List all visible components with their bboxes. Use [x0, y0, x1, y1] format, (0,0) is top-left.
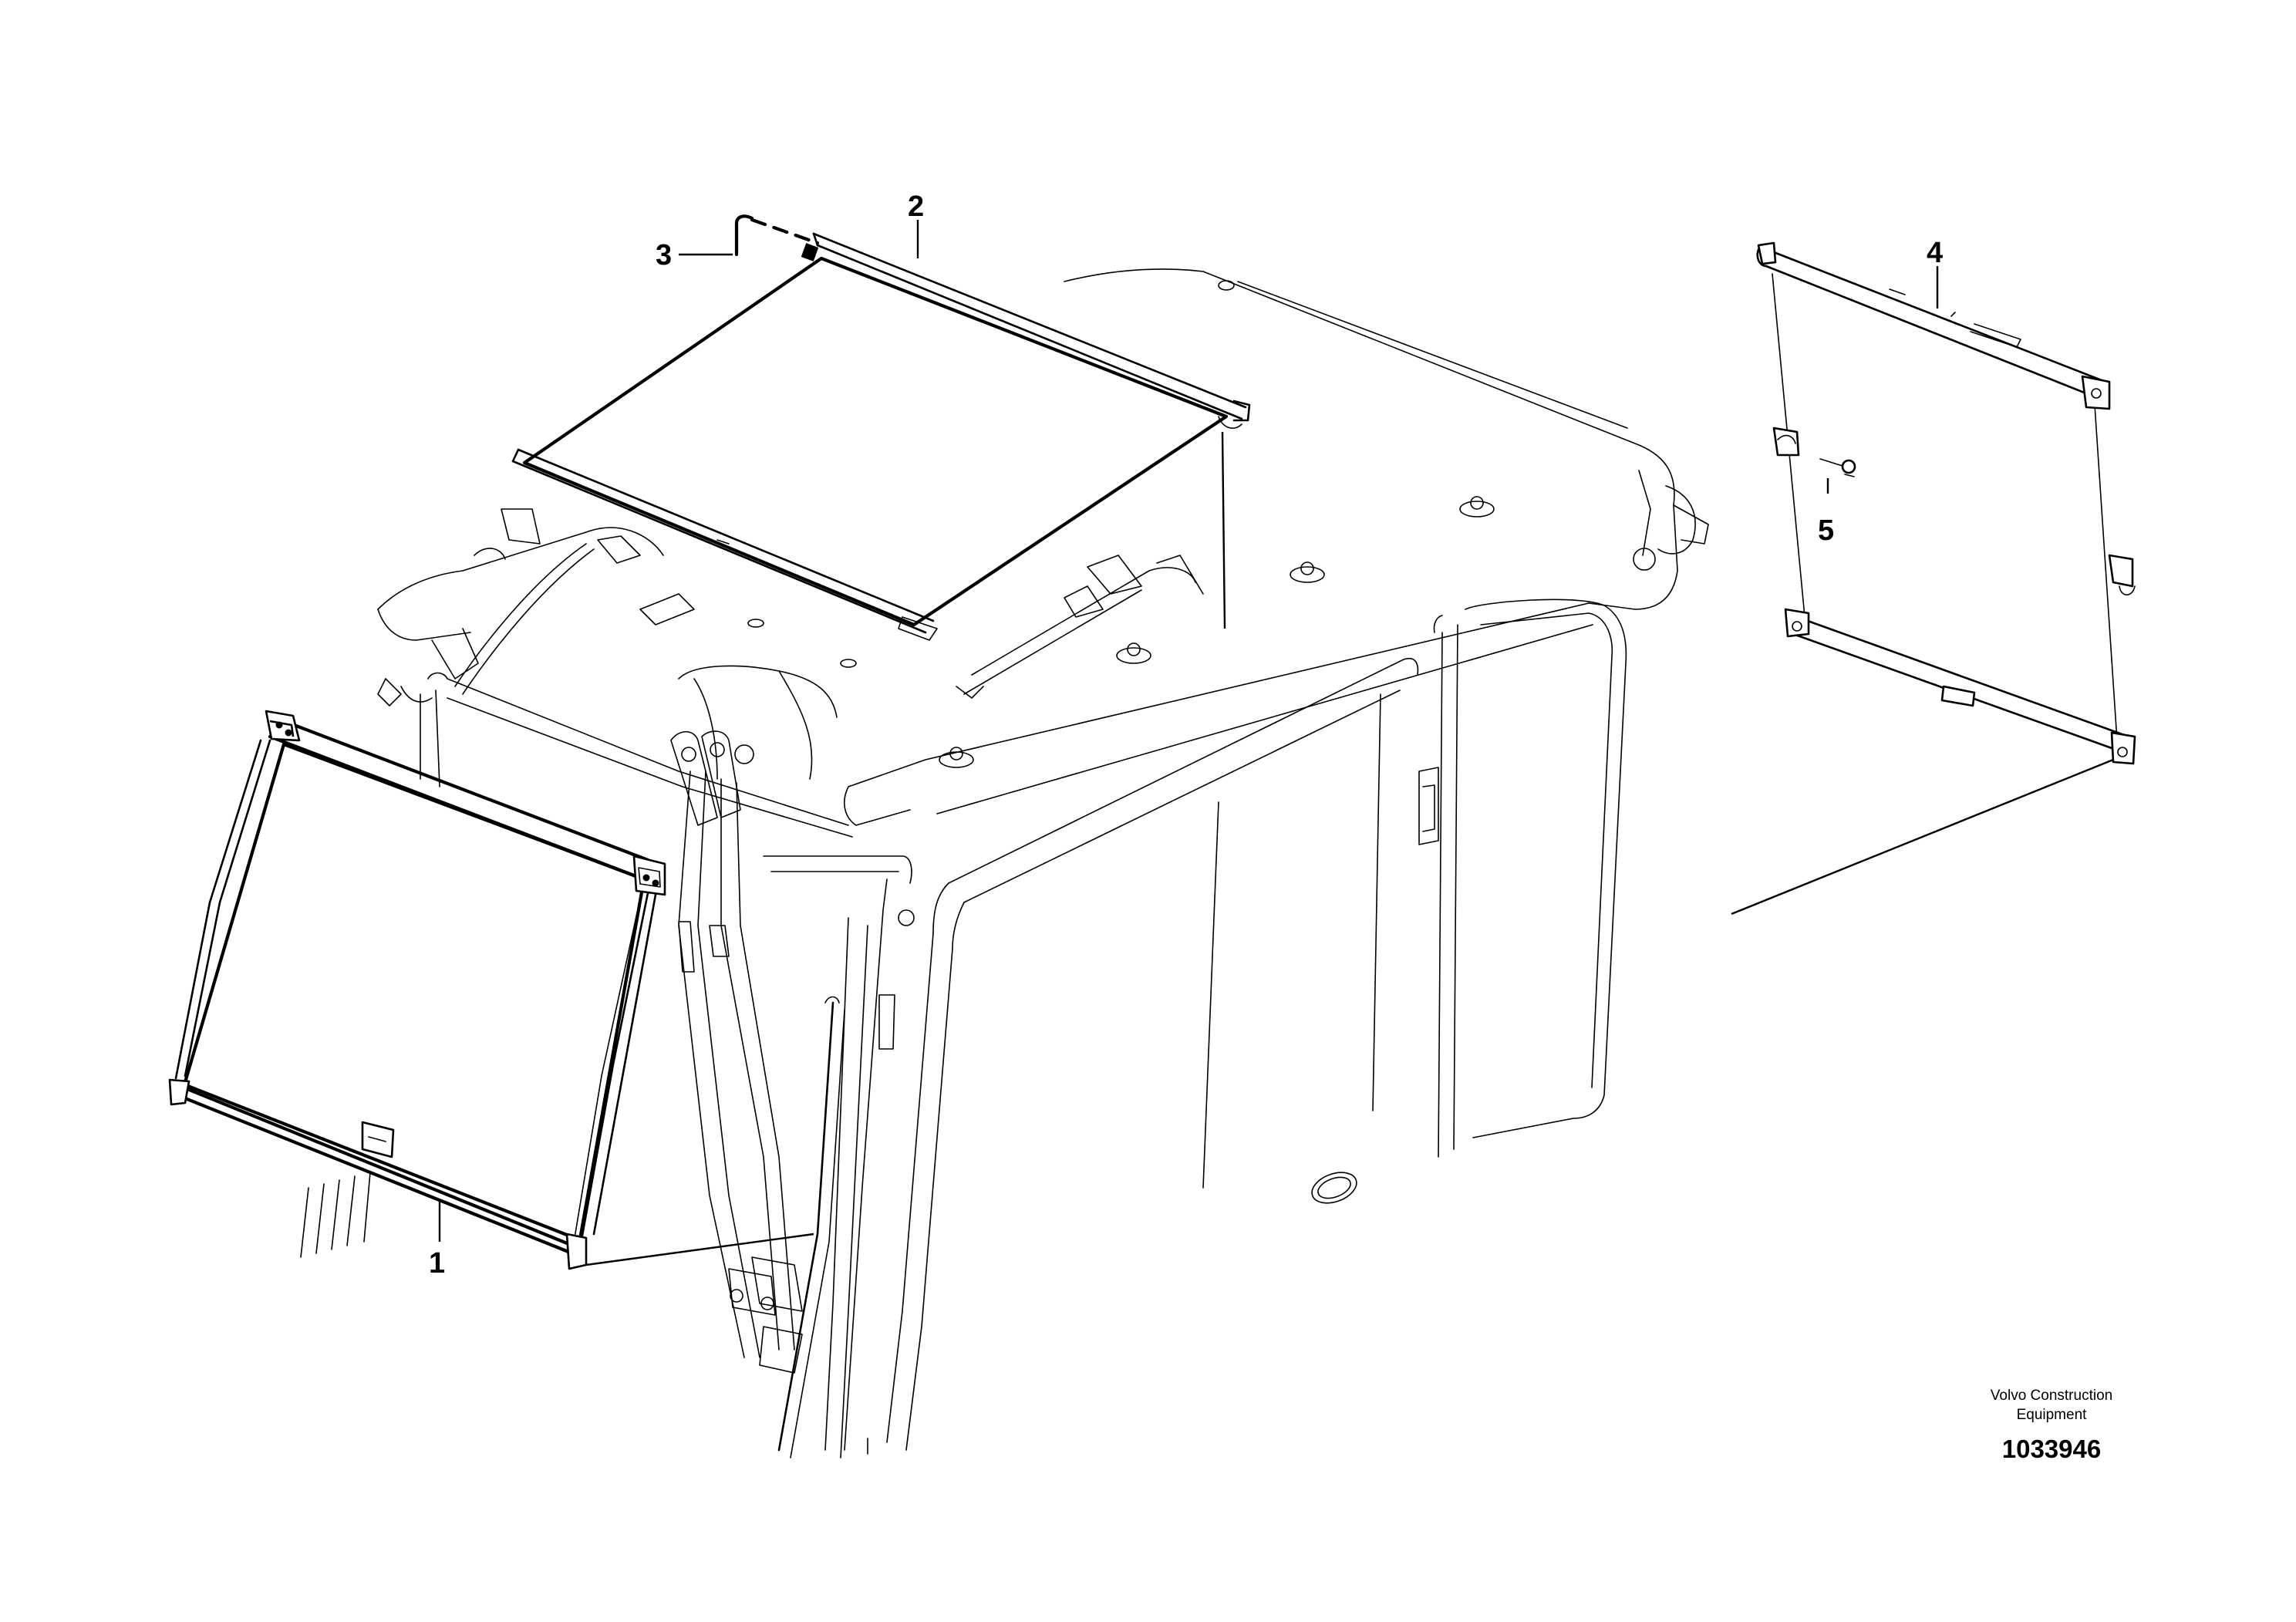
callout-1: 1 — [429, 1247, 445, 1280]
brand-line-2: Equipment — [2017, 1407, 2088, 1423]
cab-body — [300, 268, 1709, 1458]
callout-5: 5 — [1818, 514, 1834, 547]
part-2-roof-sunblind — [511, 232, 1251, 641]
roof-studs — [747, 280, 1495, 768]
reference-number: 1033946 — [2002, 1435, 2101, 1463]
callout-2: 2 — [908, 191, 924, 223]
footer: Volvo Construction Equipment 1033946 — [1991, 1388, 2112, 1463]
part-4-rear-sunblind — [1756, 241, 2136, 765]
callout-4: 4 — [1927, 237, 1943, 269]
part-1-front-sunblind — [168, 710, 666, 1270]
leader-lines — [438, 220, 2114, 1266]
callout-3: 3 — [656, 239, 672, 271]
callout-labels: 1 2 3 4 5 — [429, 191, 1943, 1280]
brand-line-1: Volvo Construction — [1991, 1388, 2112, 1404]
part-3-fastener-strip — [734, 214, 820, 261]
part-5-screw — [1819, 458, 1856, 477]
wiper-assembly — [670, 730, 845, 1458]
